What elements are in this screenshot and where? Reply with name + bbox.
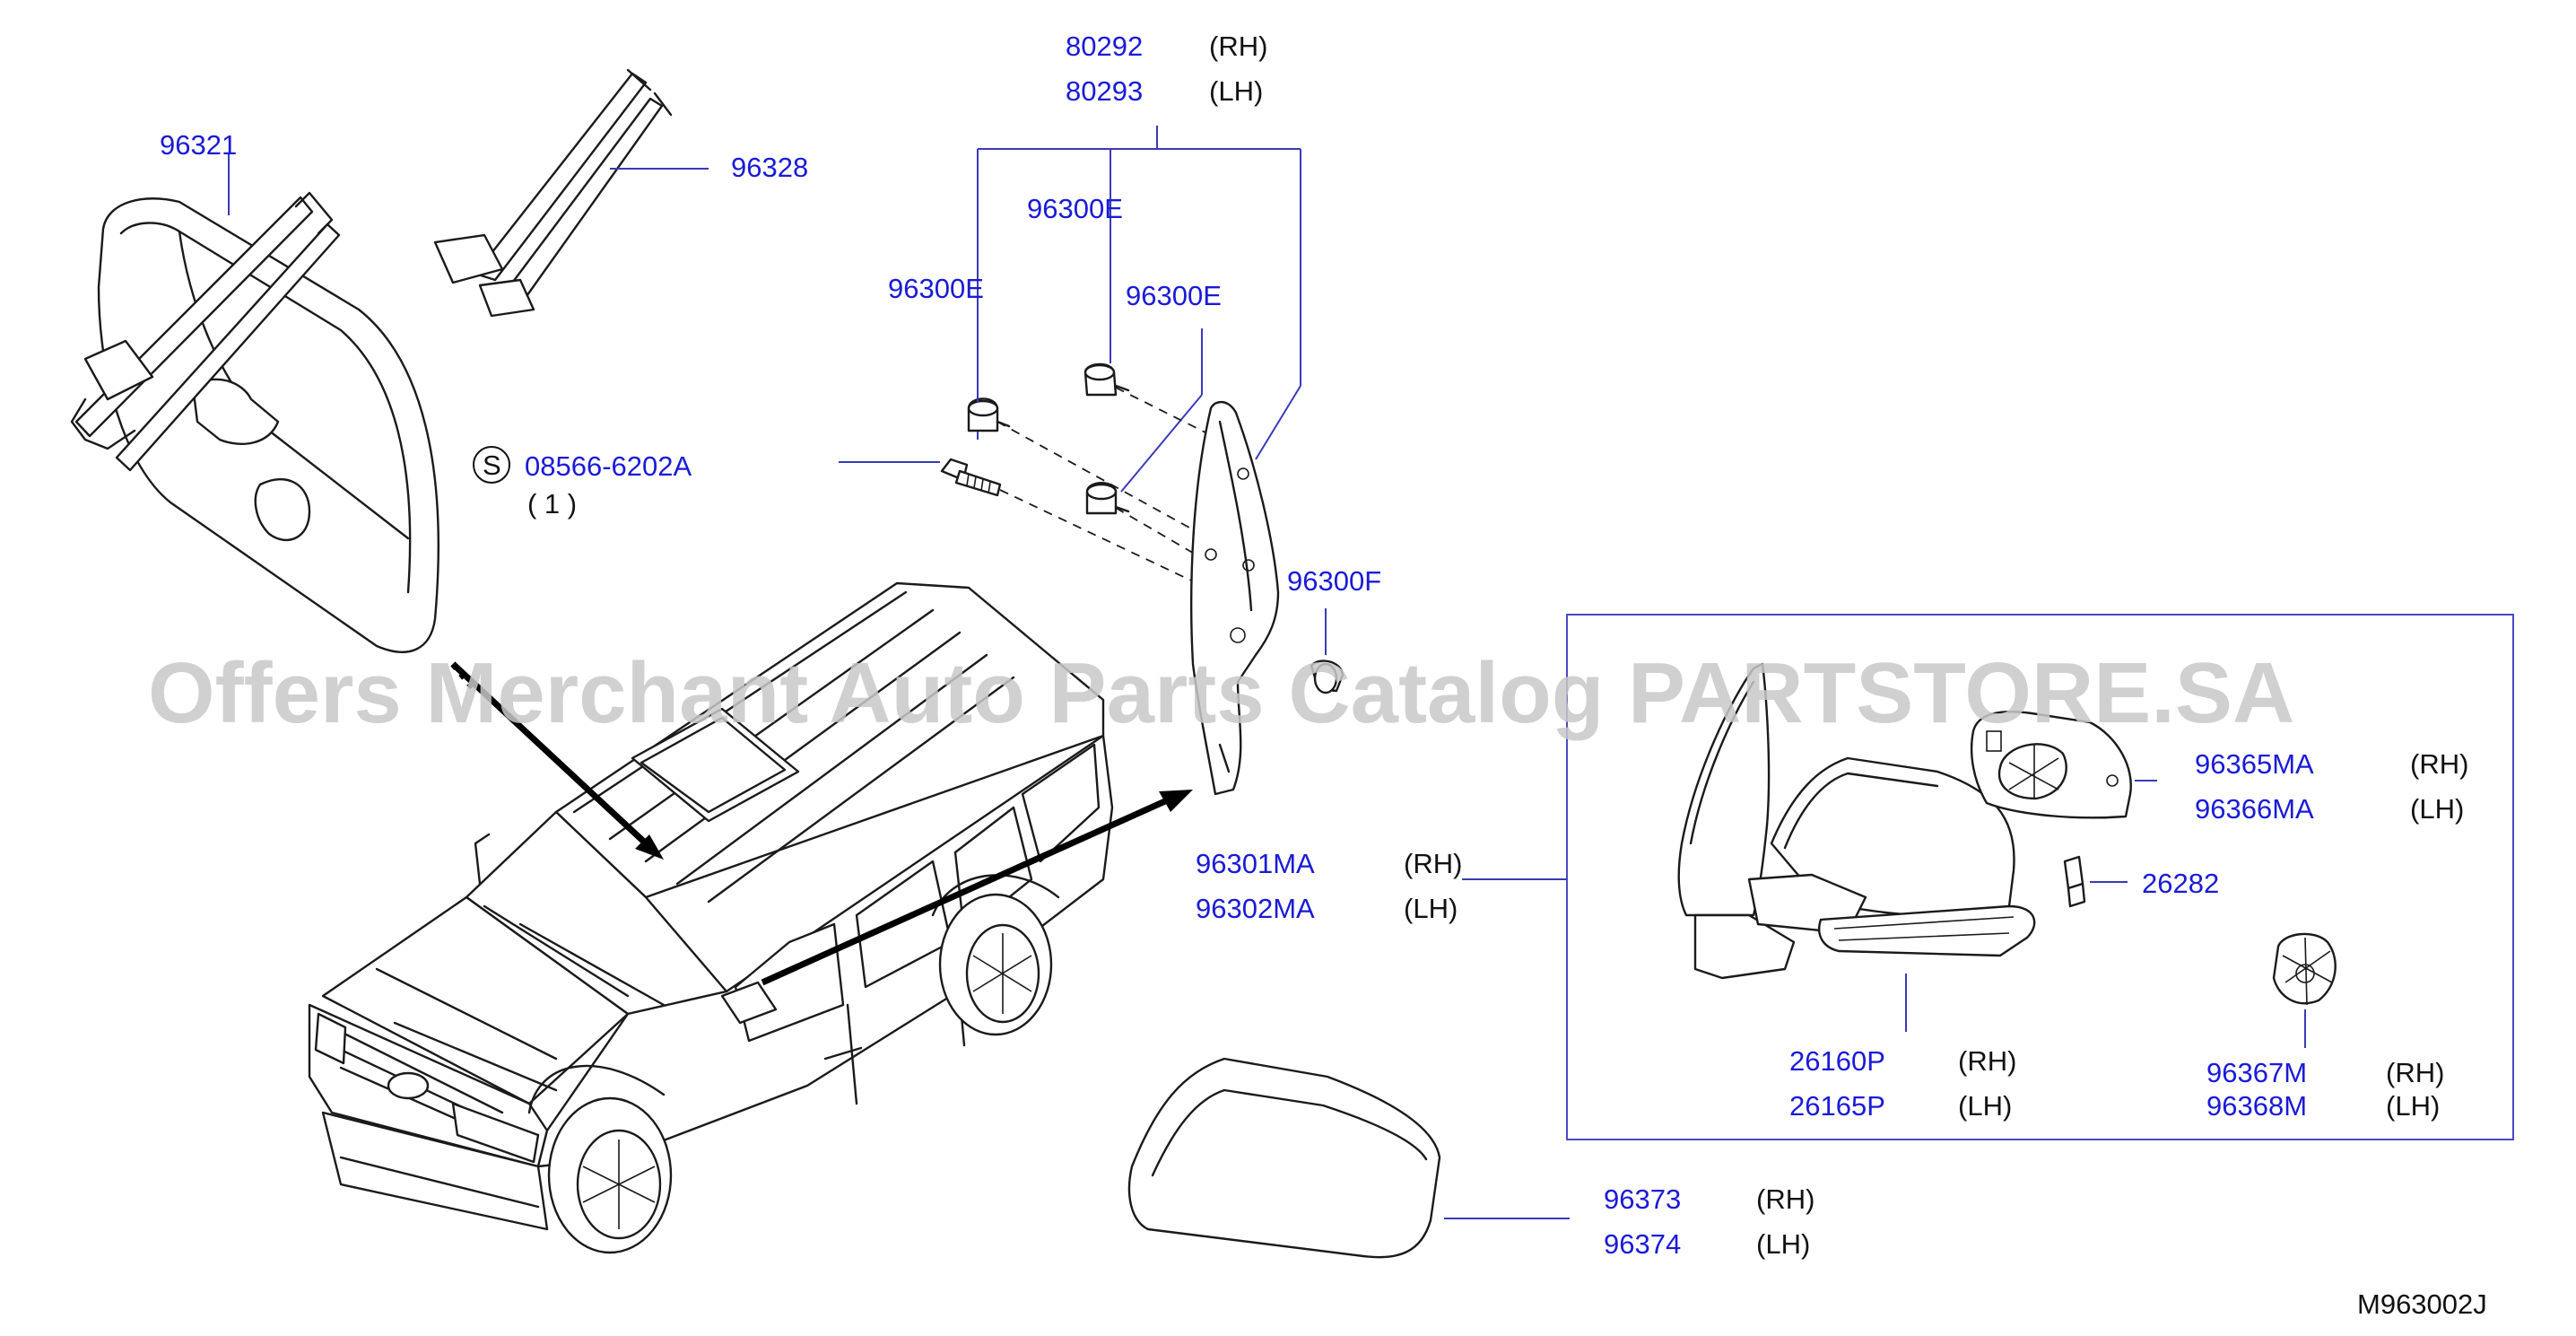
label-26165p: 26165P (LH)	[1789, 1090, 2012, 1122]
label-96300f: 96300F	[1287, 565, 1381, 597]
side-label: (RH)	[1404, 848, 1462, 879]
part-number: 96300F	[1287, 565, 1381, 597]
mirror-glass-illustration	[1971, 711, 2132, 819]
part-number: 96365MA	[2195, 748, 2314, 780]
screw-symbol: S	[483, 450, 501, 481]
part-number: 96302MA	[1196, 893, 1315, 924]
side-label: (RH)	[1209, 31, 1267, 62]
label-96300e-top: 96300E	[1027, 193, 1123, 224]
part-number: 26160P	[1789, 1045, 1885, 1077]
leader-80292-group	[977, 126, 1301, 460]
watermark-text: Offers Merchant Auto Parts Catalog PARTS…	[148, 645, 2294, 741]
side-label: (RH)	[1756, 1183, 1815, 1215]
part-number: 96301MA	[1196, 848, 1315, 879]
label-96373: 96373 (RH)	[1604, 1183, 1815, 1215]
screw-symbol-circle	[473, 446, 510, 484]
dashed-line-1	[996, 421, 1216, 543]
mirror-bracket-illustration	[433, 68, 673, 318]
quantity-label: ( 1 )	[527, 488, 577, 520]
part-number: 26165P	[1789, 1090, 1885, 1122]
clip-96300e-illustrations	[967, 362, 1130, 515]
label-96321: 96321	[160, 129, 237, 161]
part-number: 96300E	[1126, 280, 1222, 311]
bulb-illustration	[2063, 855, 2086, 908]
part-number: 96328	[731, 152, 808, 183]
part-number: 80292	[1066, 31, 1143, 62]
label-96368m: 96368M (LH)	[2206, 1090, 2440, 1122]
side-label: (LH)	[2410, 793, 2464, 825]
dashed-line-4	[1115, 507, 1203, 559]
side-label: (LH)	[1756, 1228, 1810, 1260]
part-number: 96300E	[888, 273, 984, 304]
part-number: 96374	[1604, 1228, 1681, 1260]
grommet-96300f-illustration	[1310, 659, 1345, 694]
label-96300e-left: 96300E	[888, 273, 984, 304]
side-label: (LH)	[1404, 893, 1458, 924]
rearview-mirror-illustration	[70, 191, 439, 653]
label-26160p: 26160P (RH)	[1789, 1045, 2016, 1077]
leader-96300e-c2	[1120, 394, 1203, 493]
side-label: (LH)	[1958, 1090, 2012, 1122]
label-96328: 96328	[731, 152, 808, 183]
label-96365ma: 96365MA (RH)	[2195, 748, 2468, 780]
label-96300e-right: 96300E	[1126, 280, 1222, 311]
actuator-illustration	[2272, 932, 2337, 1006]
mirror-cover-illustration	[1127, 1057, 1441, 1259]
door-mirror-detail-box	[1566, 614, 2514, 1140]
part-number: 80293	[1066, 75, 1143, 107]
side-label: (RH)	[2386, 1057, 2444, 1088]
side-label: (LH)	[2386, 1090, 2440, 1122]
label-96374: 96374 (LH)	[1604, 1228, 1810, 1260]
part-number: 96366MA	[2195, 793, 2314, 825]
label-96301ma: 96301MA (RH)	[1196, 848, 1462, 879]
part-number: 08566-6202A	[525, 450, 692, 482]
label-96367m: 96367M (RH)	[2206, 1057, 2444, 1088]
part-number: 26282	[2142, 868, 2219, 899]
screw-illustration	[940, 458, 1002, 497]
corner-finisher-illustration	[1189, 400, 1280, 796]
side-label: (RH)	[2410, 748, 2468, 780]
side-label: (RH)	[1958, 1045, 2016, 1077]
part-number: 96367M	[2206, 1057, 2307, 1088]
dashed-line-3	[999, 489, 1207, 589]
label-screw: S 08566-6202A ( 1 )	[473, 446, 692, 520]
side-label: (LH)	[1209, 75, 1263, 107]
part-number: 96300E	[1027, 193, 1123, 224]
door-mirror-assembly-illustration	[1677, 662, 2036, 980]
part-number: 96368M	[2206, 1090, 2307, 1122]
label-80292: 80292 (RH)	[1066, 31, 1267, 62]
label-96302ma: 96302MA (LH)	[1196, 893, 1458, 924]
part-number: 96321	[160, 129, 237, 161]
label-80293: 80293 (LH)	[1066, 75, 1263, 107]
label-26282: 26282	[2142, 868, 2219, 899]
part-number: 96373	[1604, 1183, 1681, 1215]
label-96366ma: 96366MA (LH)	[2195, 793, 2464, 825]
diagram-code: M963002J	[2357, 1288, 2487, 1320]
arrows	[450, 661, 1193, 986]
